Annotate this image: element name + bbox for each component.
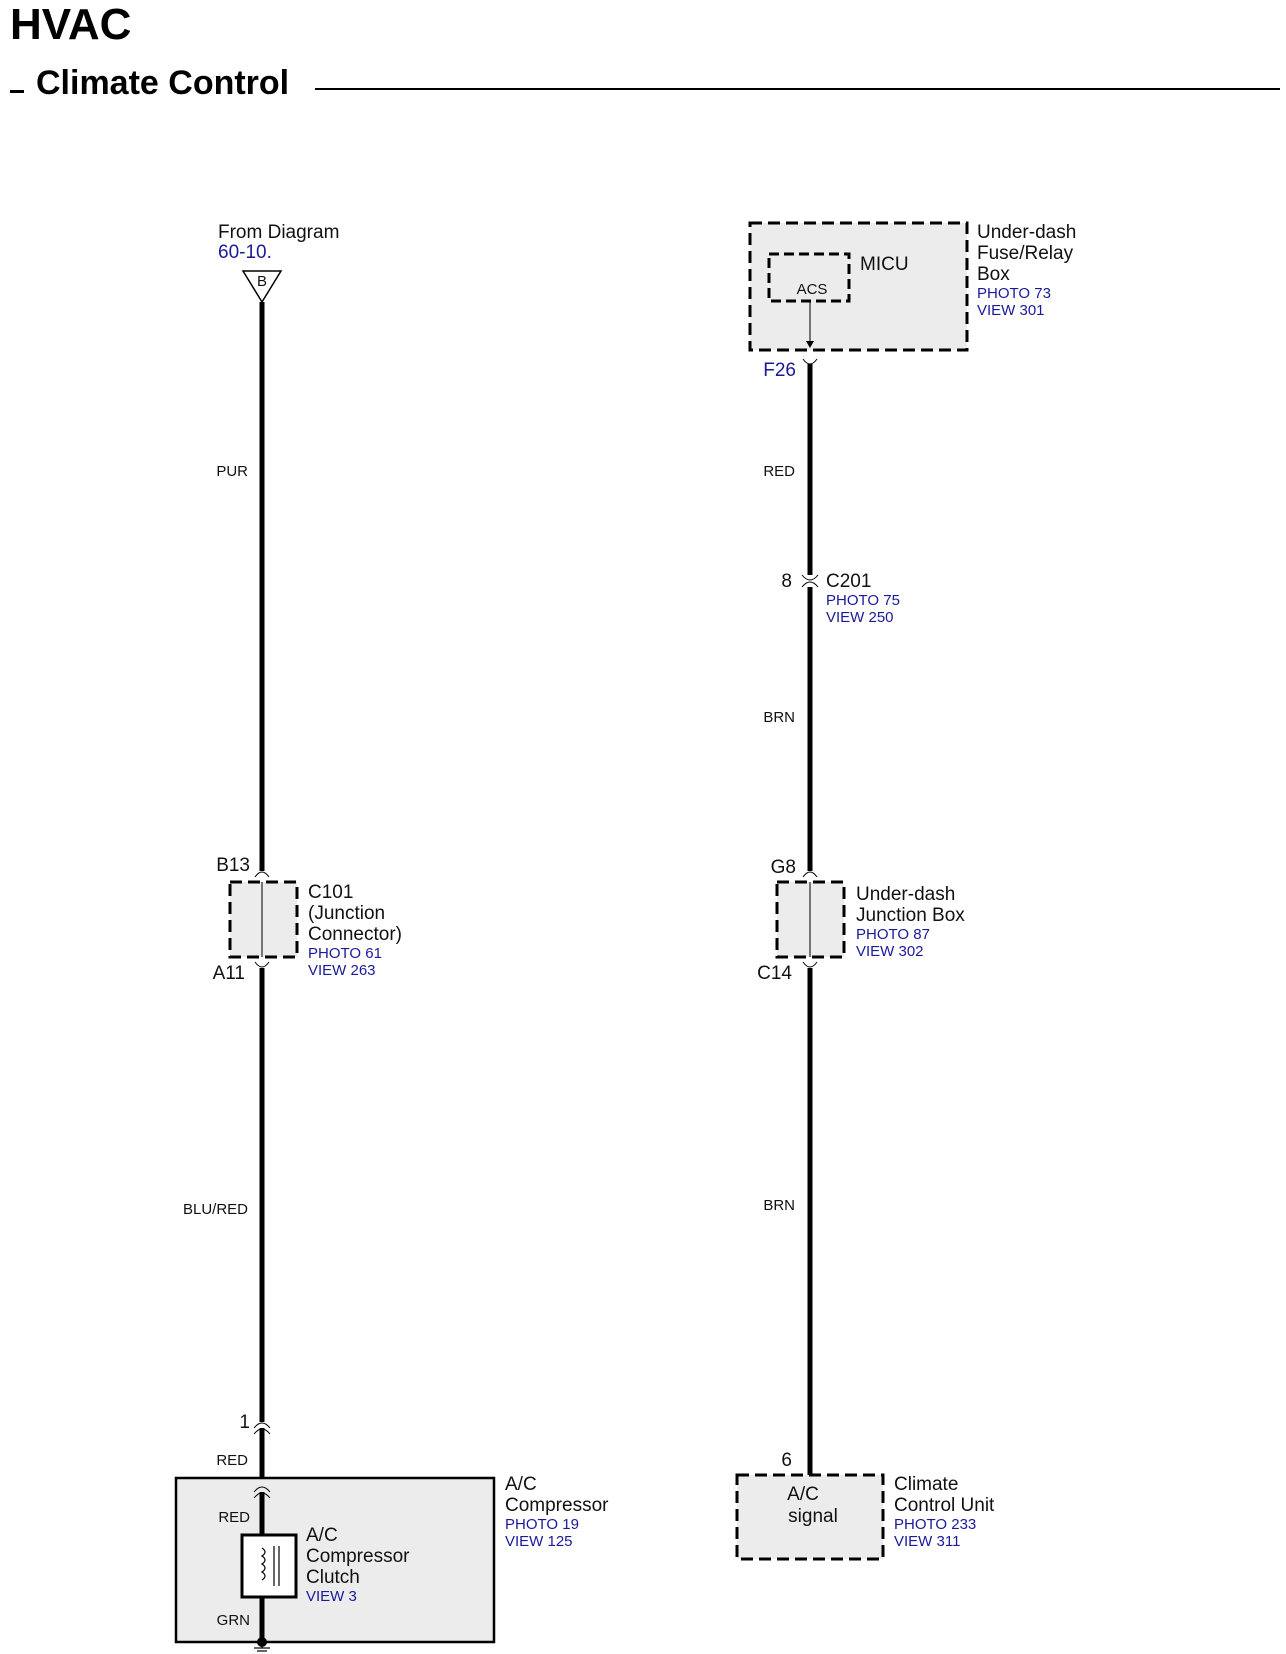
junction-bottom-terminal-icon [802,961,818,968]
clutch-name-line2: Compressor [306,1546,410,1567]
f26-terminal-icon [802,358,818,365]
climate-unit-view[interactable]: VIEW 311 [894,1533,960,1550]
junction-name-line2: Junction Box [856,905,965,926]
clutch-name-line1: A/C [306,1525,338,1546]
fuse-box-name-line1: Under-dash [977,222,1076,243]
fuse-box-name-line2: Fuse/Relay [977,243,1074,264]
c201-terminal-icon-2 [801,581,819,588]
clutch-box [240,1533,298,1599]
wire-label-pur: PUR [216,463,248,480]
c201-pin: 8 [781,571,792,592]
c101-name-line2: (Junction [308,903,385,924]
junction-pin-top: G8 [771,857,796,878]
climate-unit-name-line1: Climate [894,1474,958,1495]
wire-label-brn-2: BRN [763,1197,795,1214]
compressor-photo[interactable]: PHOTO 19 [505,1516,579,1533]
junction-top-terminal-icon [802,871,818,878]
micu-label: MICU [860,254,909,275]
pin1-terminal-icon [253,1422,271,1429]
wire-label-red-right: RED [763,463,795,480]
compressor-name-line1: A/C [505,1474,537,1495]
c101-name-line3: Connector) [308,924,402,945]
offpage-connector-letter: B [257,273,267,290]
wire-label-red-inner: RED [218,1509,250,1526]
climate-unit-photo[interactable]: PHOTO 233 [894,1516,976,1533]
c101-bottom-terminal-icon [254,961,270,968]
wire-label-blu-red: BLU/RED [183,1201,248,1218]
wire-label-grn: GRN [217,1612,250,1629]
c101-name-line1: C101 [308,882,353,903]
climate-unit-name-line2: Control Unit [894,1495,995,1516]
c201-name: C201 [826,571,871,592]
clutch-view[interactable]: VIEW 3 [306,1588,357,1605]
acs-arrow-icon [806,341,814,348]
ac-signal-line1: A/C [787,1484,819,1505]
c201-terminal-icon [801,574,819,581]
clutch-coil-icon [260,1547,266,1581]
compressor-name-line2: Compressor [505,1495,609,1516]
fuse-box-pin-f26: F26 [763,360,796,381]
from-diagram-ref[interactable]: 60-10. [218,242,272,263]
c201-view[interactable]: VIEW 250 [826,609,894,626]
c101-view[interactable]: VIEW 263 [308,962,376,979]
wire-label-brn-1: BRN [763,709,795,726]
compressor-pin-1: 1 [239,1412,250,1433]
c201-photo[interactable]: PHOTO 75 [826,592,900,609]
fuse-box-view[interactable]: VIEW 301 [977,302,1045,319]
subtitle-dash [10,90,24,93]
micu-box [767,252,851,303]
compressor-view[interactable]: VIEW 125 [505,1533,573,1550]
header-rule [315,88,1280,90]
fuse-box-photo[interactable]: PHOTO 73 [977,285,1051,302]
climate-unit-pin: 6 [781,1450,792,1471]
c101-pin-bottom: A11 [213,963,245,984]
junction-photo[interactable]: PHOTO 87 [856,926,930,943]
ac-compressor-box [174,1476,496,1644]
wire-label-red-outer: RED [216,1452,248,1469]
ac-signal-line2: signal [788,1506,838,1527]
junction-view[interactable]: VIEW 302 [856,943,924,960]
compressor-inner-terminal-icon [253,1486,271,1493]
c101-photo[interactable]: PHOTO 61 [308,945,382,962]
page-subtitle: Climate Control [36,64,290,102]
c101-top-terminal-icon [254,871,270,878]
fuse-relay-box [748,221,969,352]
junction-pin-bottom: C14 [757,963,792,984]
junction-name-line1: Under-dash [856,884,955,905]
c101-box [228,880,299,959]
c101-pin-top: B13 [216,855,250,876]
fuse-box-name-line3: Box [977,264,1010,285]
climate-control-unit-box [735,1473,885,1561]
acs-label: ACS [797,281,828,298]
from-diagram-label: From Diagram [218,222,339,243]
page-title: HVAC [10,0,132,49]
offpage-connector-icon [241,270,283,304]
clutch-name-line3: Clutch [306,1567,360,1588]
